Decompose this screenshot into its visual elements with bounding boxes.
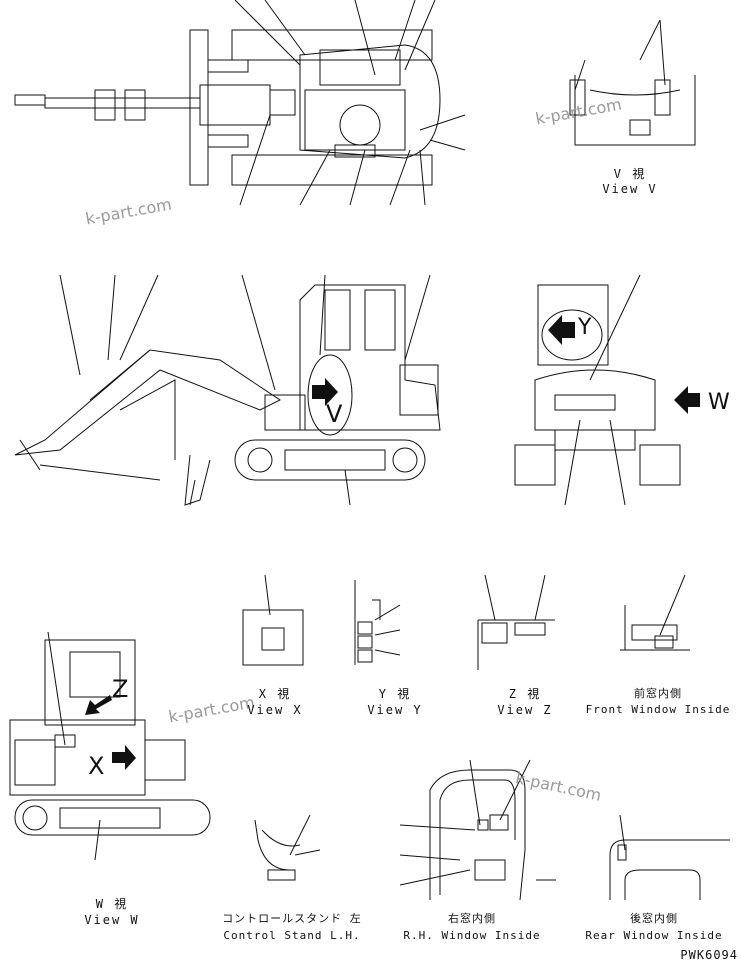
rear-view-excavator	[514, 274, 681, 506]
view-x-jp-label: X 視	[258, 687, 292, 701]
control-stand-en-label: Control Stand L.H.	[223, 929, 361, 942]
arrow-diag-icon	[85, 695, 112, 715]
view-x-drawing	[242, 574, 304, 666]
view-v-jp-label: V 視	[613, 167, 647, 181]
arrow-left-icon	[548, 315, 575, 345]
control-stand-jp-label: コントロールスタンド 左	[222, 912, 362, 925]
view-w-drawing	[9, 631, 211, 861]
view-z-en-label: View Z	[497, 703, 553, 717]
view-y-drawing	[354, 580, 401, 665]
arrow-left-icon-w	[674, 386, 700, 414]
marker-x: X	[88, 752, 105, 780]
view-w-en-label: View W	[84, 913, 140, 927]
arrow-right-icon	[312, 378, 338, 406]
rh-window-jp-label: 右窓内側	[448, 912, 496, 925]
front-window-drawing	[620, 574, 690, 651]
front-window-en-label: Front Window Inside	[585, 703, 731, 716]
view-v-en-label: View V	[602, 182, 658, 196]
rh-window-drawing	[399, 759, 556, 901]
top-view-excavator	[14, 0, 466, 206]
rear-window-drawing	[609, 814, 730, 900]
view-z-drawing	[477, 574, 555, 670]
side-view-excavator	[14, 274, 441, 506]
view-y-jp-label: Y 視	[378, 687, 412, 701]
marker-v: V	[326, 400, 343, 428]
view-x-en-label: View X	[247, 703, 303, 717]
drawing-number: PWK6094	[680, 948, 738, 962]
marker-w: W	[708, 390, 730, 415]
rh-window-en-label: R.H. Window Inside	[403, 929, 541, 942]
marker-y: Y	[578, 315, 592, 340]
marker-z: Z	[112, 675, 129, 703]
front-window-jp-label: 前窓内側	[634, 687, 682, 700]
rear-window-jp-label: 後窓内側	[630, 912, 678, 925]
control-stand-drawing	[254, 814, 321, 881]
view-v-drawing	[569, 19, 696, 146]
view-y-en-label: View Y	[367, 703, 423, 717]
arrow-right-icon-x	[112, 745, 136, 770]
view-z-jp-label: Z 視	[508, 687, 542, 701]
view-w-jp-label: W 視	[95, 897, 129, 911]
rear-window-en-label: Rear Window Inside	[585, 929, 723, 942]
